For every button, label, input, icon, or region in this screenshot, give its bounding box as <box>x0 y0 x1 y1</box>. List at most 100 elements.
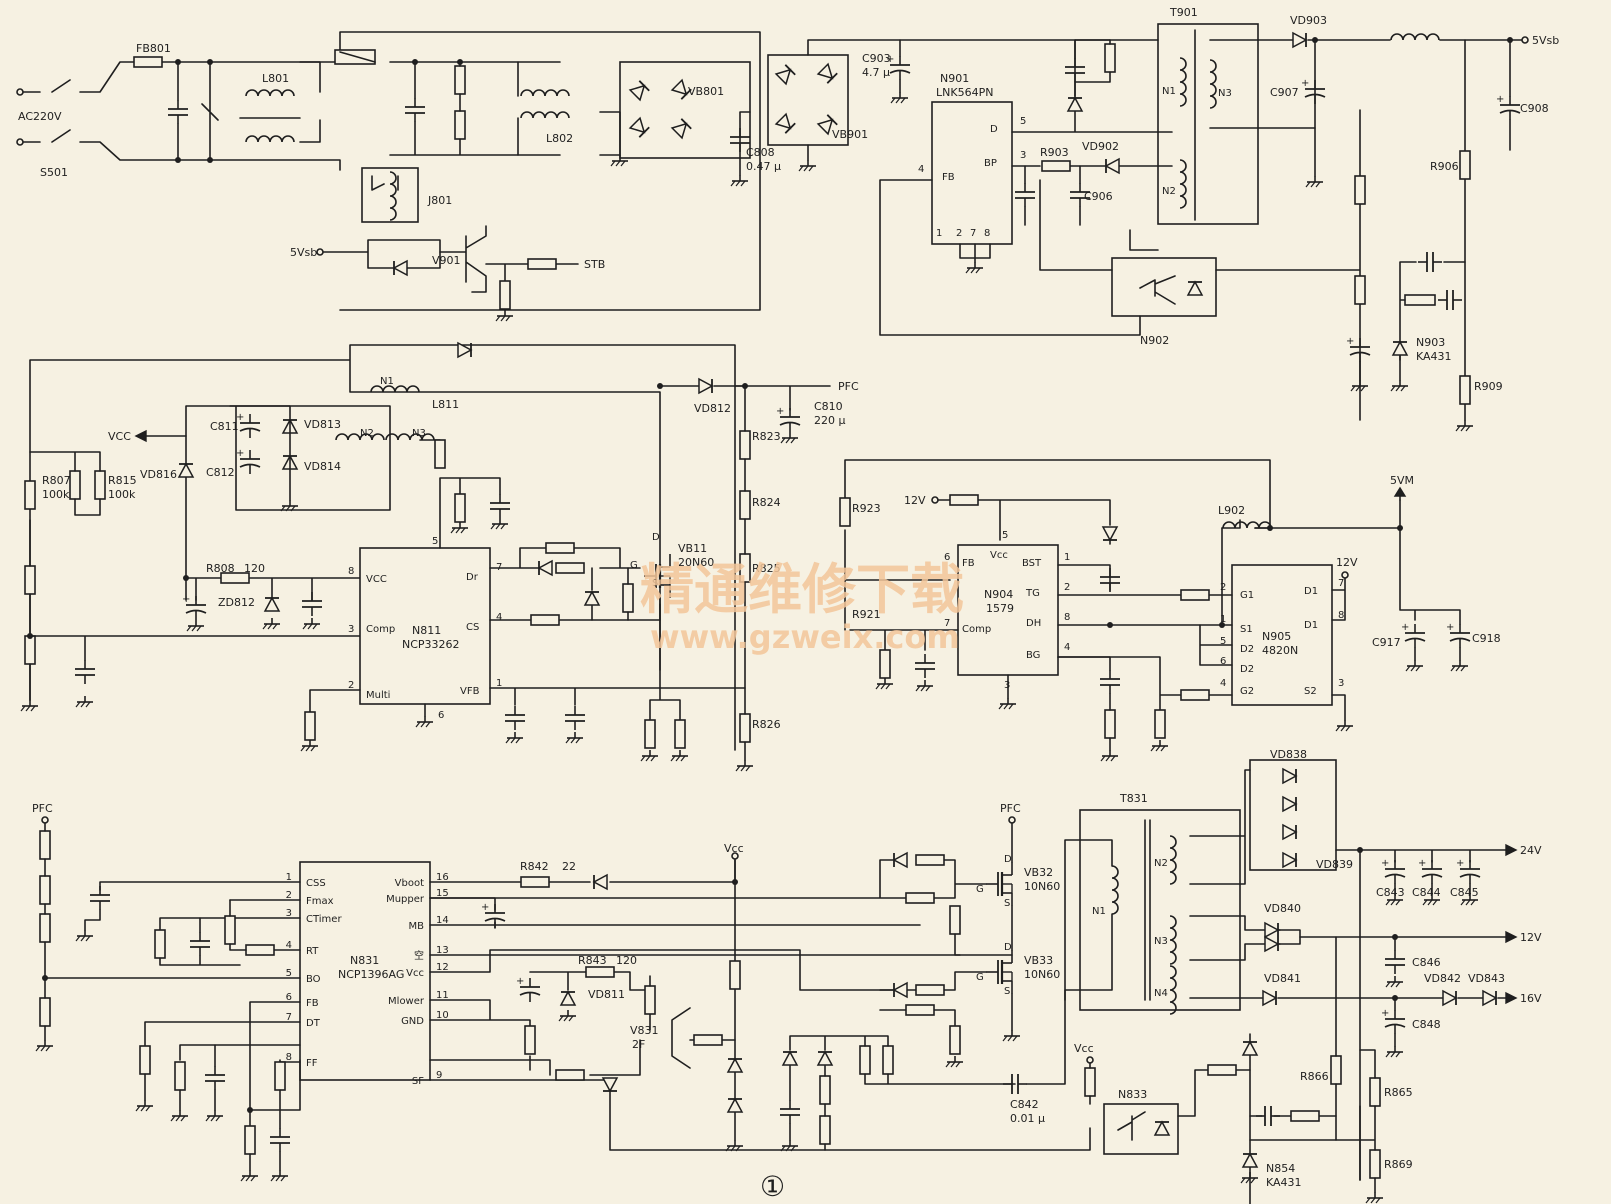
n901-chip <box>931 101 1013 245</box>
n831-pin-1-name: CSS <box>306 878 326 889</box>
t831-n1: N1 <box>1092 906 1106 917</box>
vb11-pin-g: G <box>630 560 638 571</box>
l811-n3: N3 <box>412 428 426 439</box>
n854-label: N854 <box>1266 1162 1295 1175</box>
n905-pin-d1b: D1 <box>1304 620 1318 631</box>
n901-pin-d: D <box>990 124 998 135</box>
vd813-label: VD813 <box>304 418 341 431</box>
n831-pin-14-number: 14 <box>436 915 449 926</box>
n905-chip <box>1231 564 1333 706</box>
t831-n3: N3 <box>1154 936 1168 947</box>
n831-chip <box>299 861 431 1081</box>
vb32-pin-s: S <box>1004 898 1010 909</box>
t831-n2: N2 <box>1154 858 1168 869</box>
v12-in-label: 12V <box>904 494 926 507</box>
l801-label: L801 <box>262 72 289 85</box>
t901-n2: N2 <box>1162 186 1176 197</box>
c810-label: C810 <box>814 400 843 413</box>
c903-value: 4.7 μ <box>862 66 890 79</box>
c906-label: C906 <box>1084 190 1113 203</box>
n831-pin-3-number: 3 <box>286 908 292 919</box>
vd839-label: VD839 <box>1316 858 1353 871</box>
stb-label: STB <box>584 258 605 271</box>
v12-top-label: 12V <box>1336 556 1358 569</box>
r903-label: R903 <box>1040 146 1069 159</box>
vb11-part: 20N60 <box>678 556 714 569</box>
n833-label: N833 <box>1118 1088 1147 1101</box>
n831-pin-7-number: 7 <box>286 1012 292 1023</box>
r824-label: R824 <box>752 496 781 509</box>
r866-label: R866 <box>1300 1070 1329 1083</box>
n831-pin-13-name: 空 <box>414 949 424 962</box>
n902-label: N902 <box>1140 334 1169 347</box>
vb33-label: VB33 <box>1024 954 1053 967</box>
vd838-label: VD838 <box>1270 748 1307 761</box>
r843-label: R843 <box>578 954 607 967</box>
n903-label: N903 <box>1416 336 1445 349</box>
vb11-pin-d: D <box>652 532 660 543</box>
vb11-pin-s: S <box>652 578 658 589</box>
c808-value: 0.47 μ <box>746 160 781 173</box>
n901-pin-bp: BP <box>984 158 997 169</box>
watermark-chinese: 精通维修下载 <box>640 558 964 621</box>
n901-pin-7: 7 <box>970 228 976 239</box>
c908-label: C908 <box>1520 102 1549 115</box>
n811-pin-5: 5 <box>432 536 438 547</box>
vd814-label: VD814 <box>304 460 341 473</box>
c846-label: C846 <box>1412 956 1441 969</box>
watermark-url: www.gzweix.com <box>650 618 960 656</box>
r909-label: R909 <box>1474 380 1503 393</box>
n831-pin-15-number: 15 <box>436 888 449 899</box>
v901-label: V901 <box>432 254 461 267</box>
r869-label: R869 <box>1384 1158 1413 1171</box>
n905-pin-2: 2 <box>1220 582 1226 593</box>
n831-pin-5-name: BO <box>306 974 321 985</box>
n831-pin-12-name: Vcc <box>406 968 424 979</box>
n811-pin-3: 3 <box>348 624 354 635</box>
n904-pin-bg: BG <box>1026 650 1040 661</box>
pfc-mid-label: PFC <box>1000 802 1021 815</box>
n905-pin-g1: G1 <box>1240 590 1254 601</box>
vb33-pin-d: D <box>1004 942 1012 953</box>
n811-part: NCP33262 <box>402 638 460 651</box>
vb32-part: 10N60 <box>1024 880 1060 893</box>
n904-pin-tg: TG <box>1025 588 1040 599</box>
r808-value: 120 <box>244 562 265 575</box>
zd812-label: ZD812 <box>218 596 255 609</box>
vd902-label: VD902 <box>1082 140 1119 153</box>
n831-pin-10-name: GND <box>401 1016 424 1027</box>
r825-label: R825 <box>752 562 781 575</box>
vd812-label: VD812 <box>694 402 731 415</box>
n831-right-pins: Vboot16Mupper15MB14空13Vcc12Mlower11GND10… <box>386 872 449 1087</box>
vb901-label: VB901 <box>832 128 868 141</box>
j801-label: J801 <box>427 194 452 207</box>
n901-pin-8: 8 <box>984 228 990 239</box>
t901-label: T901 <box>1169 6 1198 19</box>
n831-pin-9-name: SF <box>412 1076 424 1087</box>
vb801-label: VB801 <box>688 85 724 98</box>
c811-label: C811 <box>210 420 239 433</box>
section-llc: PFC N831 NCP1396AG CSS1Fmax2CTimer3RT4BO… <box>32 748 1542 1204</box>
n904-pin-bst: BST <box>1022 558 1042 569</box>
vb33-pin-g: G <box>976 972 984 983</box>
n831-pin-8-number: 8 <box>286 1052 292 1063</box>
r842-label: R842 <box>520 860 549 873</box>
n905-pin-d1a: D1 <box>1304 586 1318 597</box>
n905-pin-g2: G2 <box>1240 686 1254 697</box>
r808-label: R808 <box>206 562 235 575</box>
vb11-label: VB11 <box>678 542 707 555</box>
pfc-left-label: PFC <box>32 802 53 815</box>
section-ac-input-standby: FB801 L801 L802 AC220V S501 VB801 C808 0… <box>16 31 781 322</box>
l802-label: L802 <box>546 132 573 145</box>
r921-label: R921 <box>852 608 881 621</box>
n811-pin-cs: CS <box>466 622 479 633</box>
n831-pin-3-name: CTimer <box>306 914 342 925</box>
n904-pin-5: 5 <box>1002 530 1008 541</box>
n905-pin-s1: S1 <box>1240 624 1253 635</box>
n905-pin-1: 1 <box>1220 614 1226 625</box>
n831-pin-2-number: 2 <box>286 890 292 901</box>
t901-n3: N3 <box>1218 88 1232 99</box>
junction-dots <box>27 37 1513 1113</box>
n904-pin-3: 3 <box>1004 680 1010 691</box>
